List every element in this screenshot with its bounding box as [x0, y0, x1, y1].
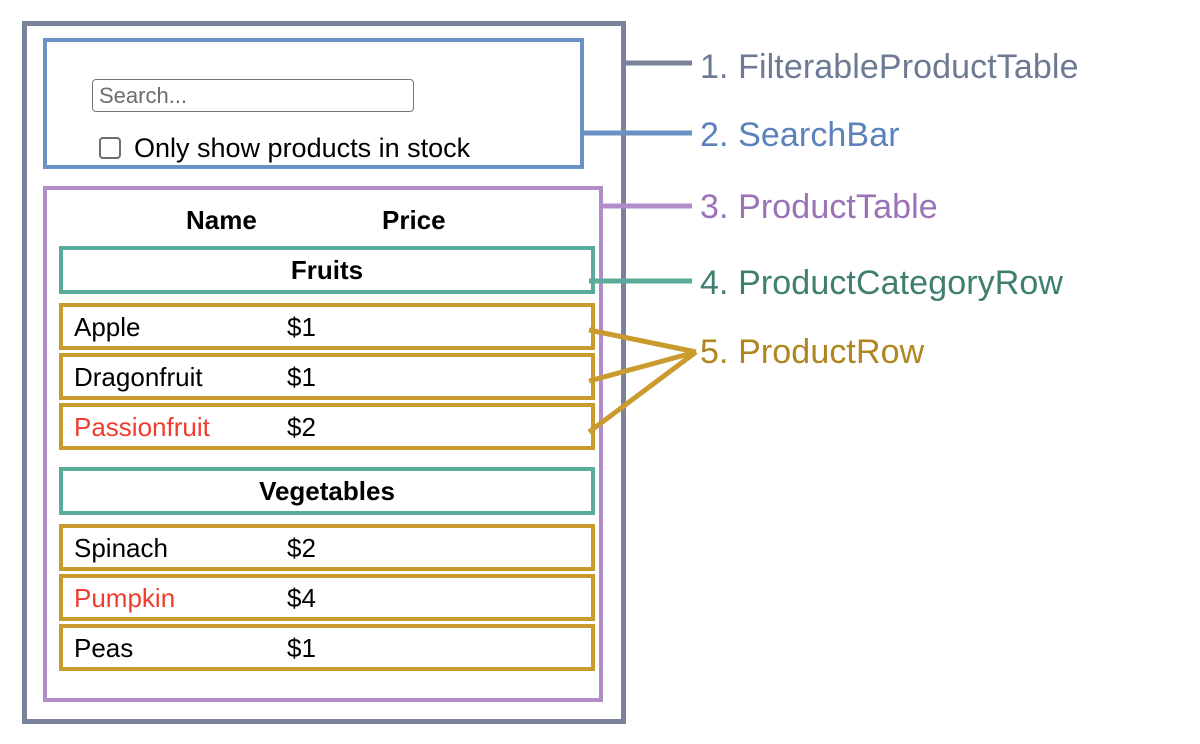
product-name: Apple [74, 311, 141, 342]
product-row: Peas $1 [59, 624, 595, 671]
legend-item-product-table: 3. ProductTable [700, 188, 938, 226]
product-row: Dragonfruit $1 [59, 353, 595, 400]
product-name: Dragonfruit [74, 361, 203, 392]
product-category-label: Vegetables [259, 475, 395, 506]
checkbox-icon[interactable] [99, 137, 121, 159]
product-name: Peas [74, 632, 134, 663]
product-price: $1 [287, 311, 316, 342]
product-price: $1 [287, 361, 316, 392]
product-price: $2 [287, 411, 316, 442]
product-table-inner: Name Price Fruits Apple $1 Dragonfruit $… [59, 194, 595, 674]
legend-item-product-category-row: 4. ProductCategoryRow [700, 264, 1064, 302]
product-price: $2 [287, 532, 316, 563]
product-category-row: Fruits [59, 246, 595, 294]
legend-item-filterable-product-table: 1. FilterableProductTable [700, 48, 1079, 86]
product-table-body: Fruits Apple $1 Dragonfruit $1 Passionfr… [59, 246, 595, 671]
product-category-row: Vegetables [59, 467, 595, 515]
in-stock-checkbox-label: Only show products in stock [134, 132, 471, 163]
legend-item-product-row: 5. ProductRow [700, 333, 925, 371]
product-row: Apple $1 [59, 303, 595, 350]
product-row: Spinach $2 [59, 524, 595, 571]
column-header-price: Price [382, 204, 446, 235]
product-name: Passionfruit [74, 411, 210, 442]
search-input[interactable]: Search... [92, 79, 414, 112]
column-header-name: Name [186, 204, 257, 235]
product-row: Passionfruit $2 [59, 403, 595, 450]
product-name: Spinach [74, 532, 168, 563]
product-table-frame: Name Price Fruits Apple $1 Dragonfruit $… [43, 186, 603, 702]
product-name: Pumpkin [74, 582, 176, 613]
group-spacer [59, 453, 595, 467]
search-bar-frame: Search... Only show products in stock [43, 38, 584, 169]
product-table-header-row: Name Price [59, 194, 595, 246]
legend-item-search-bar: 2. SearchBar [700, 116, 900, 154]
product-row: Pumpkin $4 [59, 574, 595, 621]
in-stock-checkbox-row[interactable]: Only show products in stock [99, 132, 470, 164]
product-price: $4 [287, 582, 316, 613]
product-category-label: Fruits [290, 254, 364, 285]
product-price: $1 [287, 632, 316, 663]
